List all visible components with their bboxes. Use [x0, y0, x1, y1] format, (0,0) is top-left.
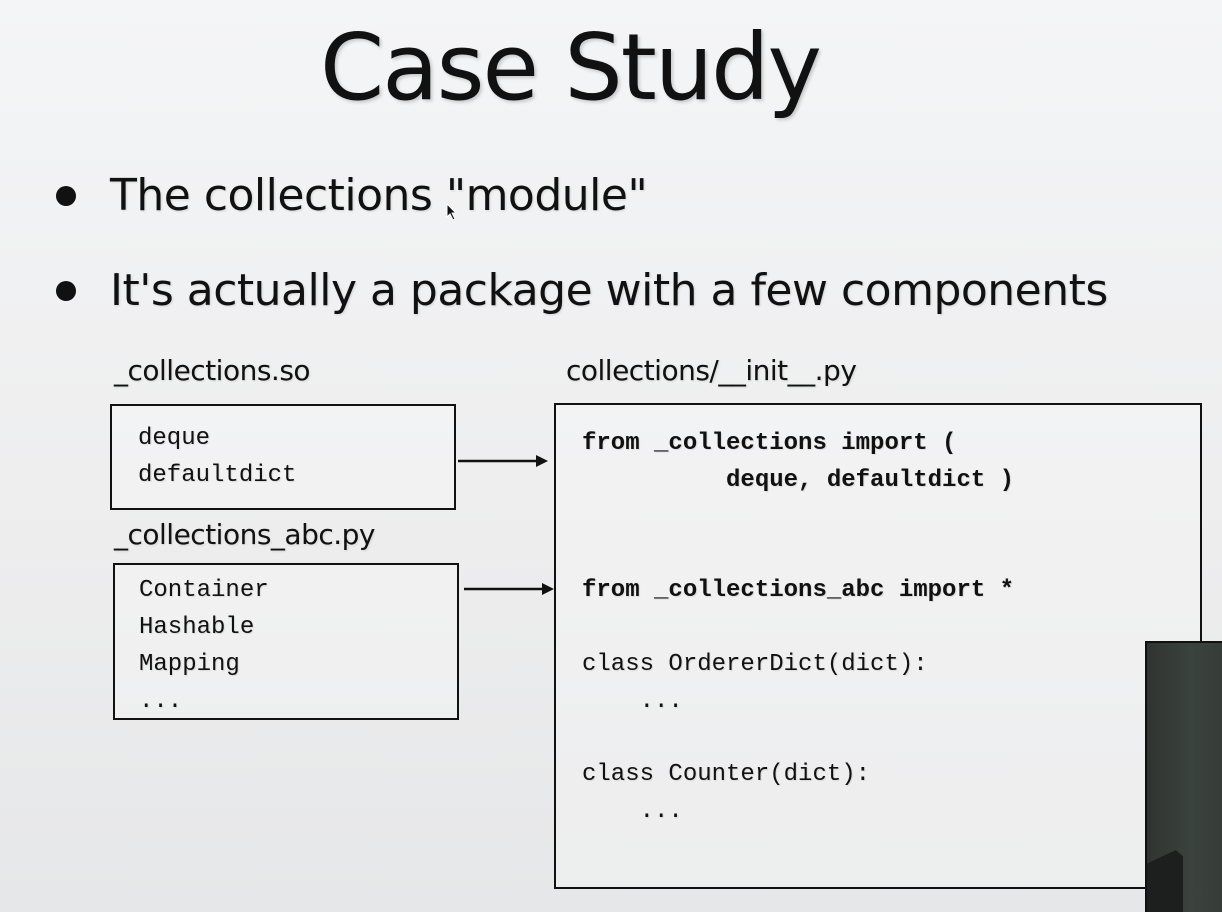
code-line: ...	[582, 798, 683, 825]
collections-init-label: collections/__init__.py	[566, 354, 857, 387]
code-line: class Counter(dict):	[582, 761, 871, 789]
collections-so-label: _collections.so	[114, 354, 311, 387]
code-line: deque	[138, 425, 211, 452]
arrow-icon	[464, 583, 554, 595]
bullet-dot-icon	[56, 185, 76, 206]
slide-title: Case Study	[319, 14, 822, 121]
collections-init-box: from _collections import ( deque, defaul…	[554, 403, 1202, 889]
code-line: ...	[582, 687, 683, 715]
code-line: class OrdererDict(dict):	[582, 650, 928, 678]
arrow-icon	[458, 455, 548, 467]
code-line: defaultdict	[138, 462, 297, 489]
bullet-text: The collections "module"	[110, 170, 648, 221]
chair-silhouette	[1147, 850, 1183, 912]
bullet-item: The collections "module"	[56, 170, 648, 221]
webcam-feed	[1145, 641, 1222, 912]
collections-so-box: deque defaultdict	[110, 404, 456, 510]
bullet-dot-icon	[56, 280, 76, 301]
collections-abc-box: Container Hashable Mapping ...	[113, 563, 459, 720]
bullet-text: It's actually a package with a few compo…	[110, 265, 1108, 316]
collections-abc-label: _collections_abc.py	[114, 518, 376, 551]
code-line: from _collections import (	[582, 430, 957, 457]
code-line: deque, defaultdict )	[582, 466, 1015, 494]
code-line: Container	[139, 577, 269, 604]
code-line: ...	[139, 688, 183, 715]
code-line: Hashable	[139, 614, 255, 641]
bullet-item: It's actually a package with a few compo…	[56, 265, 1108, 316]
code-line: from _collections_abc import *	[582, 577, 1015, 605]
code-line: Mapping	[139, 651, 240, 678]
mouse-pointer-icon	[446, 203, 458, 221]
